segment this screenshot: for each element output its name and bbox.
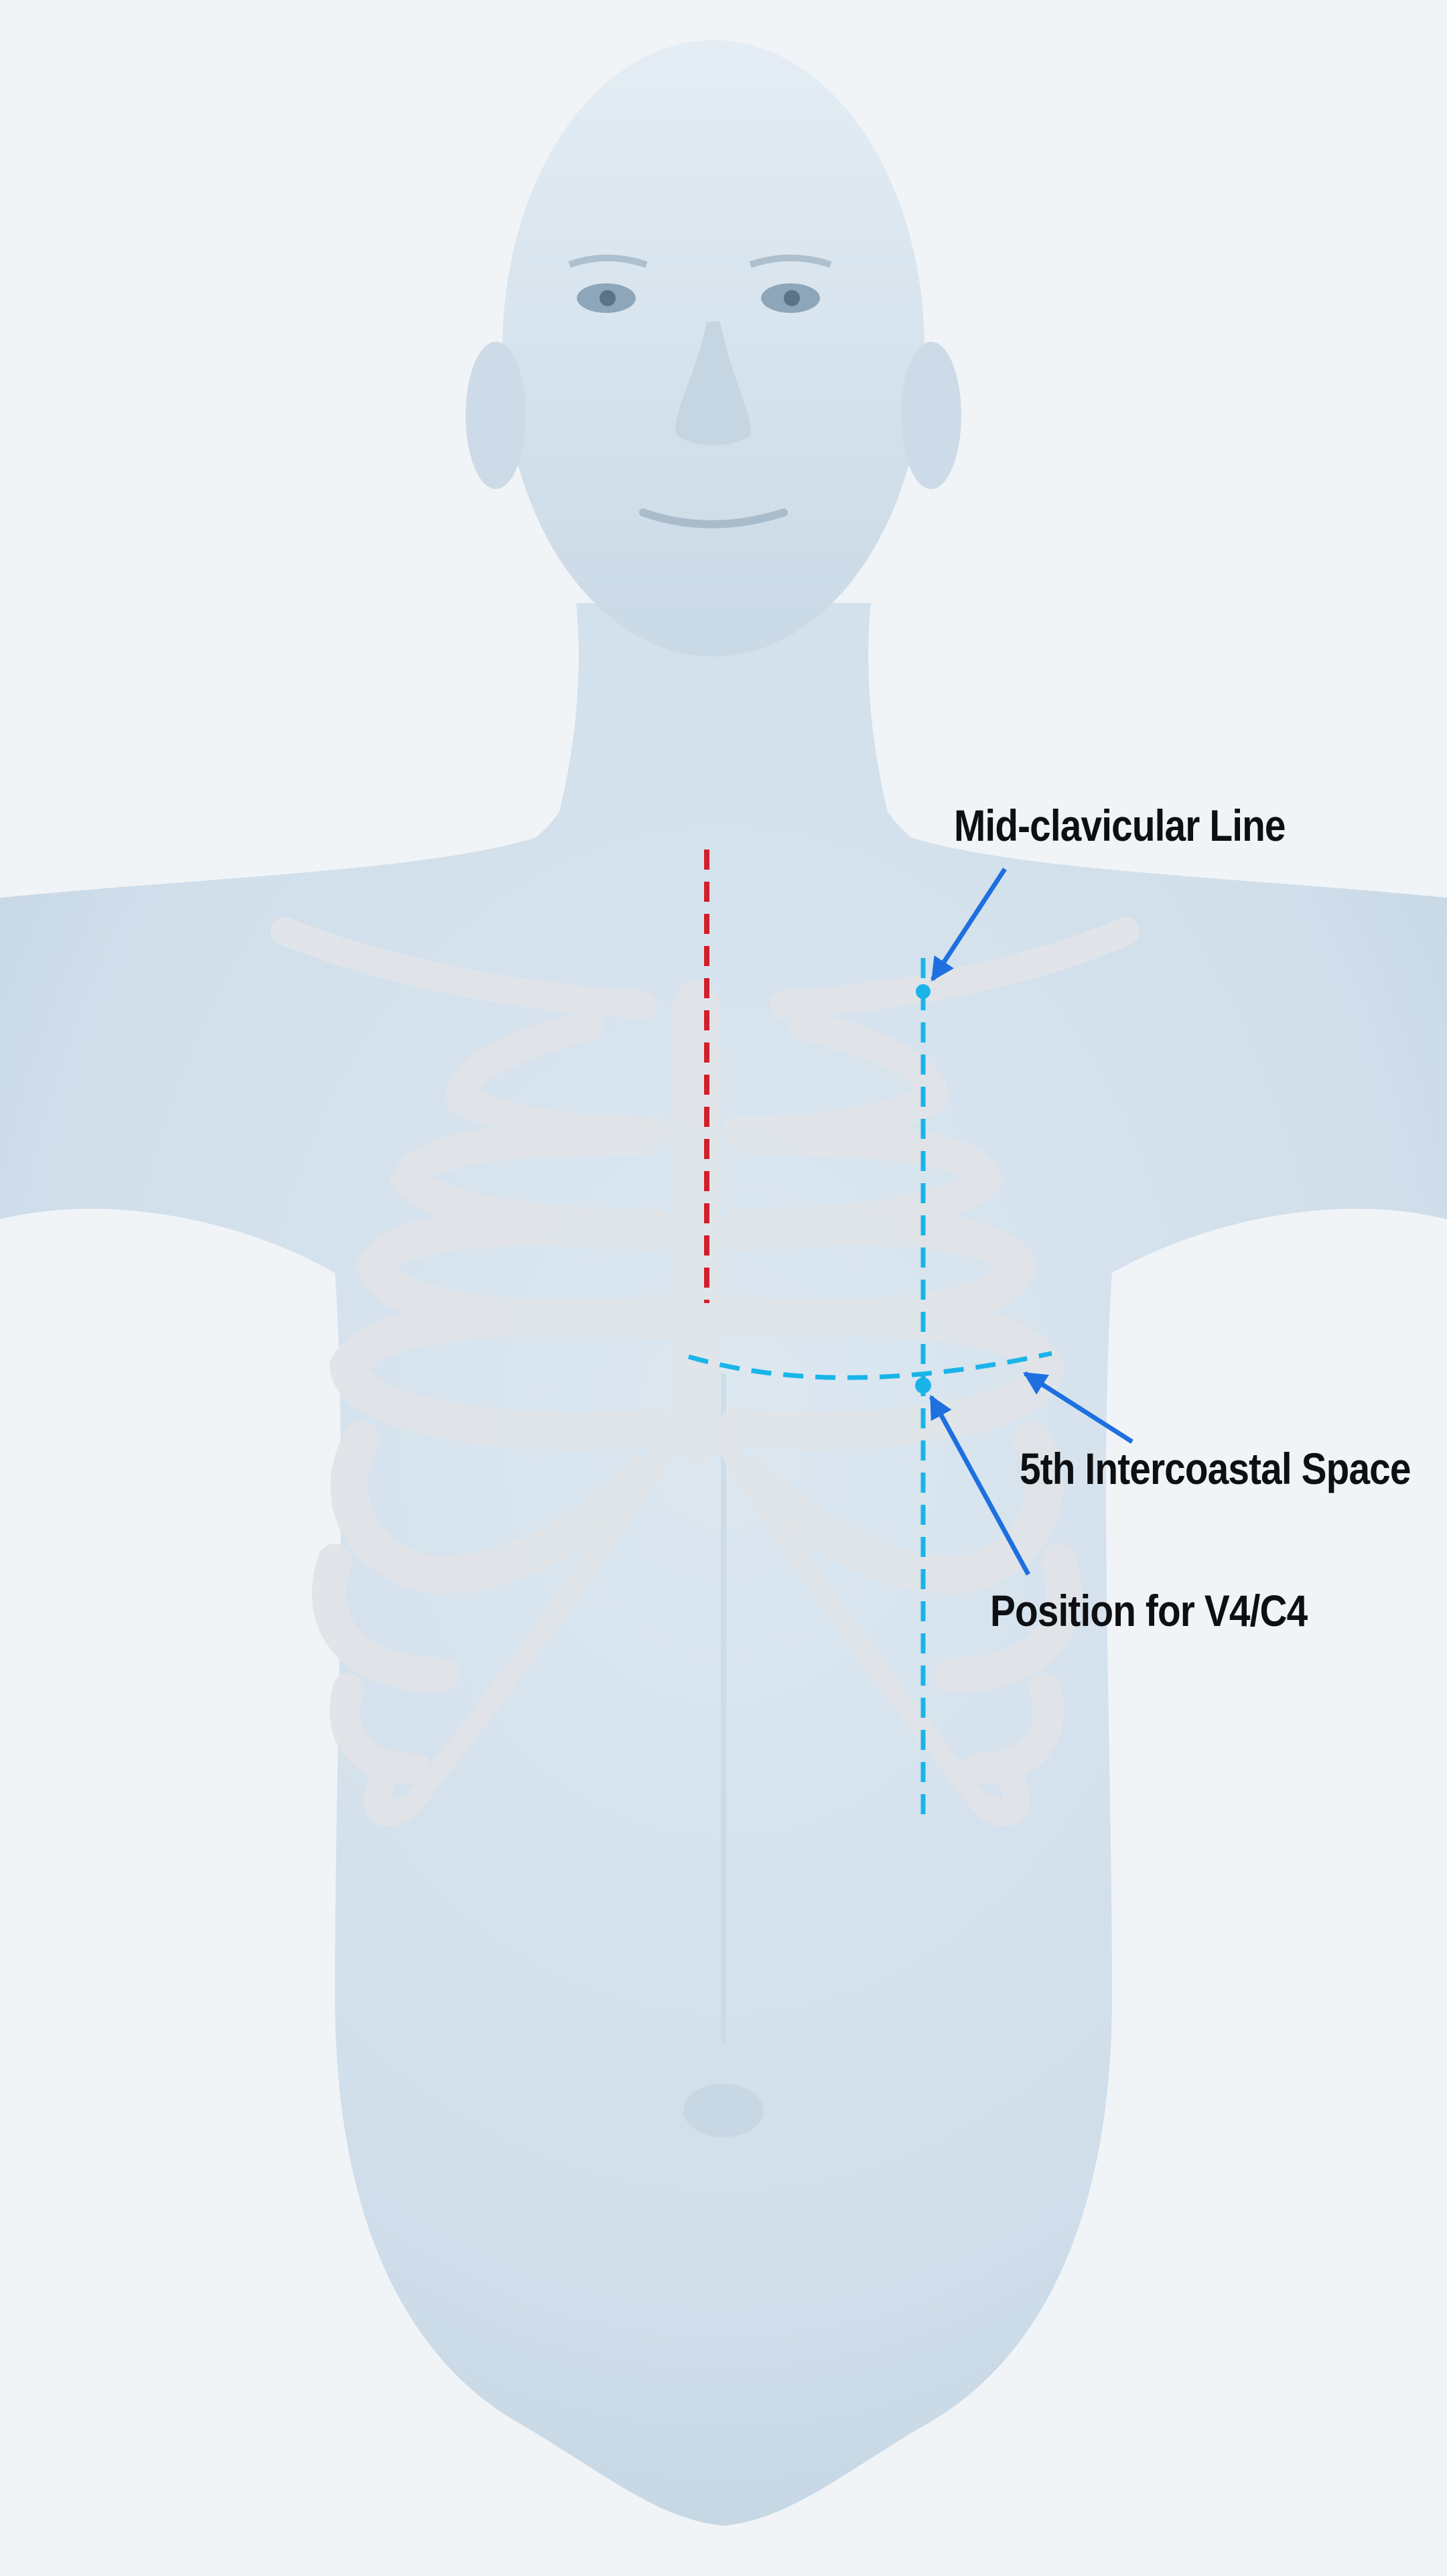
intercostal-dashed-curve: [688, 1351, 1052, 1380]
right-ear: [901, 342, 961, 489]
v4-position-arrow: [928, 1394, 1031, 1576]
ribcage: [271, 917, 1140, 1827]
mouth: [639, 509, 788, 529]
left-ear: [466, 342, 526, 489]
neck: [556, 603, 891, 824]
v4-position-marker: [915, 1377, 931, 1394]
mid-clavicular-line-label: Mid-clavicular Line: [954, 801, 1286, 850]
intercostal-arrow: [1023, 1371, 1133, 1444]
nose: [675, 322, 751, 446]
mid-clavicular-arrow: [931, 868, 1007, 981]
clavicle-point-marker: [916, 984, 931, 999]
v4-position-label: Position for V4/C4: [990, 1586, 1308, 1635]
intercostal-space-label: 5th Intercoastal Space: [1020, 1444, 1411, 1493]
